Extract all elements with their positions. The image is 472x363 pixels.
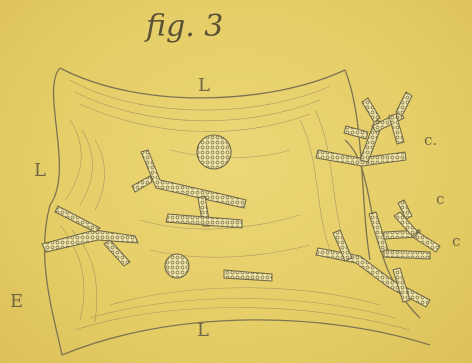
label-right-2: c [436, 192, 444, 207]
vessel-left [42, 206, 138, 266]
vessel-upper-right [316, 92, 412, 166]
label-left: L [34, 162, 46, 180]
label-top: L [198, 77, 210, 95]
figure-title: fig. 3 [146, 12, 223, 42]
label-bottom: L [197, 322, 209, 340]
vessel-lower-right [316, 200, 440, 307]
label-lower-left: E [10, 293, 23, 311]
vessel-center [132, 150, 272, 281]
label-right-1: c. [424, 133, 437, 148]
label-right-3: c [452, 234, 460, 249]
